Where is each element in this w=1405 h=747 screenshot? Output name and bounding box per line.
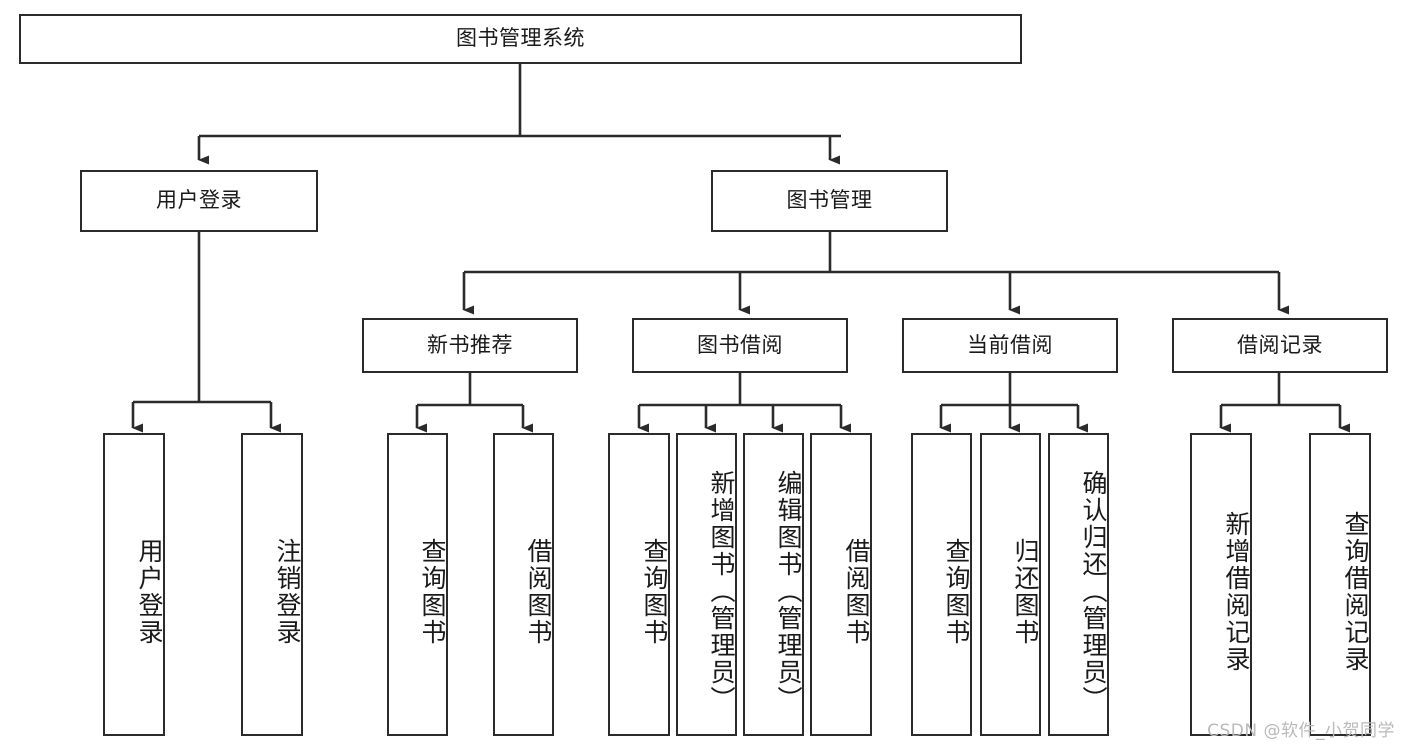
node-book-borrow[interactable]: 图书借阅: [632, 318, 848, 373]
node-label: 归还图书: [1011, 537, 1040, 646]
node-label: 编辑图书（管理员）: [774, 470, 803, 713]
node-leaf-borrow-book-1[interactable]: 借阅图书: [493, 433, 554, 736]
node-root-system[interactable]: 图书管理系统: [19, 14, 1022, 64]
node-label: 借阅图书: [524, 537, 553, 646]
node-label: 确认归还（管理员）: [1079, 470, 1108, 713]
node-label: 借阅图书: [842, 537, 871, 646]
node-leaf-edit-book[interactable]: 编辑图书（管理员）: [743, 433, 804, 736]
node-label: 注销登录: [273, 537, 302, 646]
node-leaf-query-book-3[interactable]: 查询图书: [911, 433, 972, 736]
node-leaf-borrow-book-2[interactable]: 借阅图书: [810, 433, 872, 736]
node-leaf-return-book[interactable]: 归还图书: [980, 433, 1041, 736]
node-leaf-query-book-2[interactable]: 查询图书: [608, 433, 670, 736]
node-leaf-query-record[interactable]: 查询借阅记录: [1309, 433, 1371, 736]
node-label: 查询借阅记录: [1341, 510, 1370, 673]
node-leaf-user-login[interactable]: 用户登录: [103, 433, 165, 736]
node-leaf-add-record[interactable]: 新增借阅记录: [1190, 433, 1252, 736]
node-leaf-add-book[interactable]: 新增图书（管理员）: [676, 433, 737, 736]
watermark-text: CSDN @软件_小贺同学: [1207, 721, 1395, 741]
node-user-login[interactable]: 用户登录: [80, 170, 318, 232]
node-current-borrow[interactable]: 当前借阅: [902, 318, 1118, 373]
node-leaf-confirm-return[interactable]: 确认归还（管理员）: [1048, 433, 1109, 736]
node-label: 查询图书: [418, 537, 447, 646]
node-leaf-query-book-1[interactable]: 查询图书: [387, 433, 448, 736]
node-borrow-record[interactable]: 借阅记录: [1172, 318, 1388, 373]
node-label: 用户登录: [135, 537, 164, 646]
node-book-manage[interactable]: 图书管理: [711, 170, 948, 232]
node-new-book-recommend[interactable]: 新书推荐: [362, 318, 578, 373]
node-leaf-user-logout[interactable]: 注销登录: [241, 433, 303, 736]
node-label: 新增图书（管理员）: [707, 470, 736, 713]
node-label: 查询图书: [640, 537, 669, 646]
node-label: 新增借阅记录: [1222, 510, 1251, 673]
node-label: 查询图书: [942, 537, 971, 646]
